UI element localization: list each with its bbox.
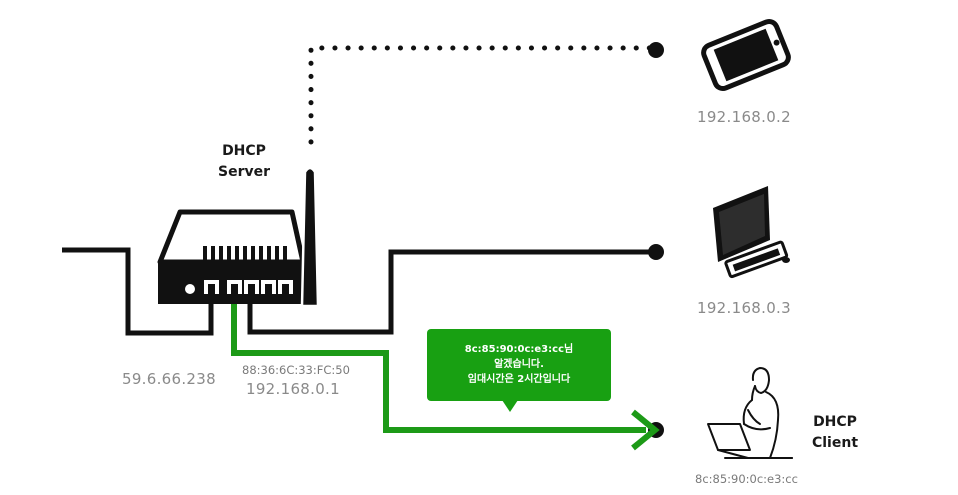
- lan-cable-desktop: [247, 249, 656, 335]
- dhcp-response-path: [231, 302, 646, 433]
- server-lan-ip: 192.168.0.1: [246, 380, 340, 398]
- phone-ip: 192.168.0.2: [697, 108, 791, 126]
- bubble-text: 8c:85:90:0c:e3:cc님 알겠습니다. 임대시간은 2시간입니다: [432, 342, 606, 387]
- client-title-line2: Client: [811, 435, 859, 451]
- desktop-ip: 192.168.0.3: [697, 299, 791, 317]
- router-icon: [157, 166, 320, 308]
- client-title: DHCP Client: [802, 412, 868, 454]
- desktop-endpoint-dot: [648, 244, 664, 260]
- bubble-line3: 임대시간은 2시간입니다: [467, 374, 571, 385]
- wan-cable: [62, 247, 214, 336]
- bubble-line1: 8c:85:90:0c:e3:cc님: [464, 344, 574, 355]
- bubble-line2: 알겠습니다.: [494, 359, 544, 370]
- client-person-icon: [707, 367, 793, 459]
- server-title-line1: DHCP: [222, 143, 266, 159]
- desktop-computer-icon: [713, 186, 790, 279]
- client-title-line1: DHCP: [813, 414, 857, 430]
- server-mac-address: 88:36:6C:33:FC:50: [242, 363, 350, 377]
- phone-endpoint-dot: [648, 42, 664, 58]
- smartphone-icon: [701, 18, 791, 92]
- wireless-link-phone: [308, 45, 659, 145]
- dhcp-arrow-head: [631, 409, 660, 451]
- server-title-line2: Server: [217, 164, 270, 180]
- server-title: DHCP Server: [210, 141, 278, 183]
- server-wan-ip: 59.6.66.238: [122, 370, 216, 388]
- dhcp-offer-bubble: [427, 329, 611, 412]
- client-mac-address: 8c:85:90:0c:e3:cc: [695, 472, 798, 486]
